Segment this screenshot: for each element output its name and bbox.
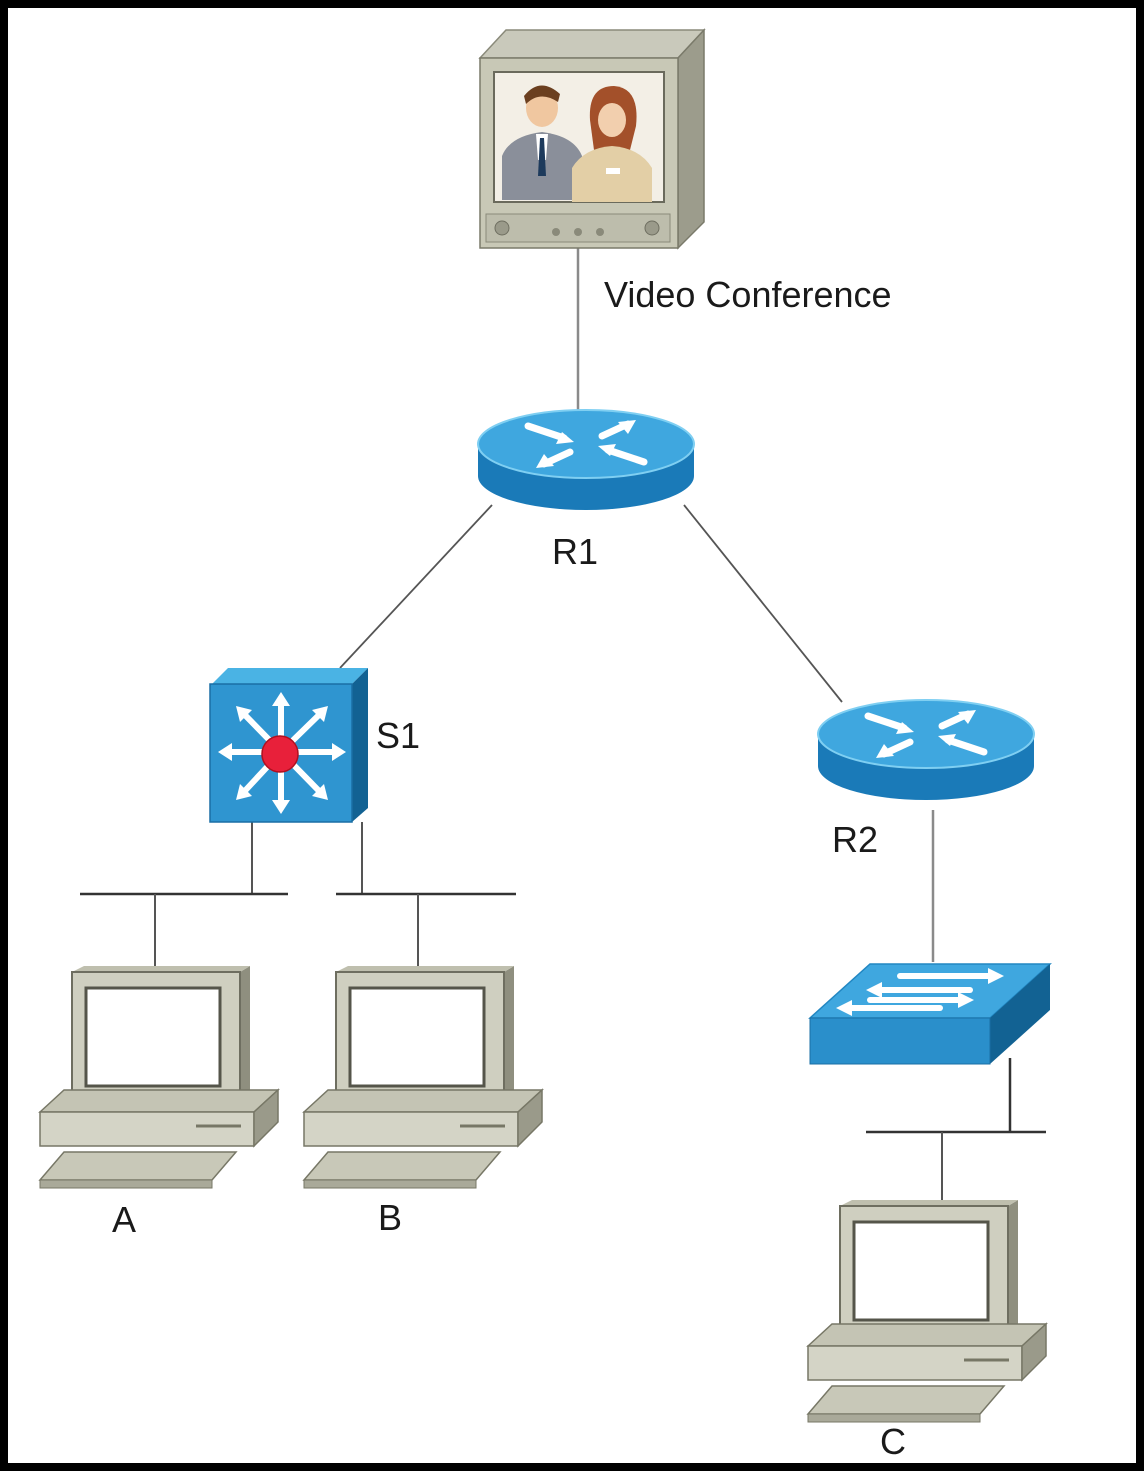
router-r2-label: R2 xyxy=(832,819,878,860)
router-r1-icon xyxy=(478,410,694,510)
workstation-b-label: B xyxy=(378,1197,402,1238)
router-r1-label: R1 xyxy=(552,531,598,572)
router-r2-icon xyxy=(818,700,1034,800)
workstation-a-label: A xyxy=(112,1199,136,1240)
workstation-c-label: C xyxy=(880,1421,906,1462)
multilayer-switch-s1-icon xyxy=(209,668,368,823)
switch-s1-label: S1 xyxy=(376,715,420,756)
video-terminal-icon xyxy=(478,28,706,250)
workgroup-switch-icon xyxy=(808,963,1052,1065)
link-r1-r2 xyxy=(683,504,843,703)
video-conference-label: Video Conference xyxy=(604,274,892,315)
link-r1-s1 xyxy=(339,504,493,669)
